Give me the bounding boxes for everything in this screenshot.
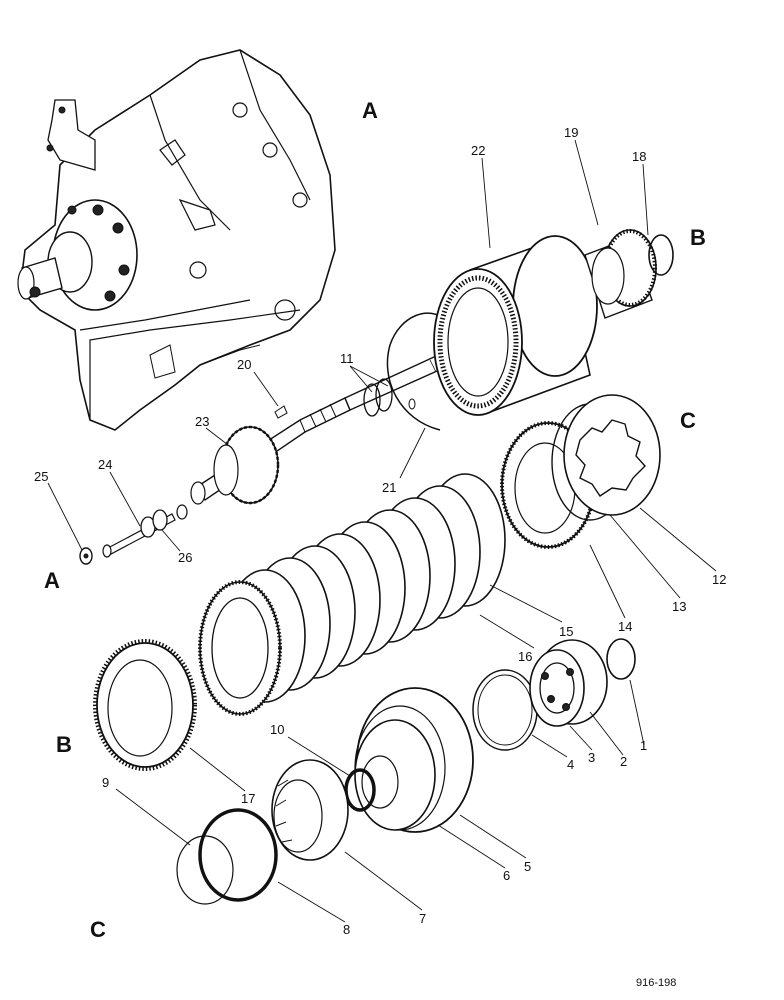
section-label-c-top: C [680,408,696,433]
transmission-housing [17,49,336,431]
part-callouts: 1 2 3 4 5 6 7 8 9 10 11 12 13 14 15 16 1… [34,125,726,937]
seal-ring-10 [344,768,376,812]
section-label-c-bottom: C [90,917,106,942]
callout-21: 21 [382,480,396,495]
callout-25: 25 [34,469,48,484]
callout-23: 23 [195,414,209,429]
section-labels: A B C A B C [44,98,706,942]
piston-6 [354,719,436,831]
key-20 [274,405,288,419]
callout-22: 22 [471,143,485,158]
section-label-b-top: B [690,225,706,250]
callout-9: 9 [102,775,109,790]
snap-ring-8 [198,808,278,902]
callout-4: 4 [567,757,574,772]
callout-18: 18 [632,149,646,164]
snap-ring-1 [606,638,636,680]
clutch-drum-22 [433,235,598,416]
callout-14: 14 [618,619,632,634]
bolt-assembly-24-25-26 [79,504,188,565]
figure-number: 916-198 [636,977,676,989]
snap-ring-18 [648,234,674,276]
callout-10: 10 [270,722,284,737]
callout-16: 16 [518,649,532,664]
callout-1: 1 [640,738,647,753]
callout-19: 19 [564,125,578,140]
seal-ring-4-inner [477,674,533,746]
snap-ring-21 [386,312,446,431]
callout-20: 20 [237,357,251,372]
gear-19 [584,229,657,319]
callout-17: 17 [241,791,255,806]
callout-7: 7 [419,911,426,926]
callout-11: 11 [340,351,354,366]
callout-2: 2 [620,754,627,769]
callout-6: 6 [503,868,510,883]
rings-11 [363,378,416,417]
ring-9 [176,835,234,905]
callout-5: 5 [524,859,531,874]
callout-13: 13 [672,599,686,614]
section-label-a-top: A [362,98,378,123]
section-label-b-left: B [56,732,72,757]
section-label-a-left: A [44,568,60,593]
clutch-plate-stack-15-16 [198,473,506,716]
callout-24: 24 [98,457,112,472]
leader-lines [47,139,717,923]
spring-retainer-7 [271,759,349,861]
callout-3: 3 [588,750,595,765]
ring-17 [93,639,197,771]
callout-15: 15 [559,624,573,639]
callout-12: 12 [712,572,726,587]
seal-ring-4 [472,669,538,751]
plate-12 [563,394,661,516]
callout-26: 26 [178,550,192,565]
callout-8: 8 [343,922,350,937]
bearing-2-3 [529,639,608,727]
